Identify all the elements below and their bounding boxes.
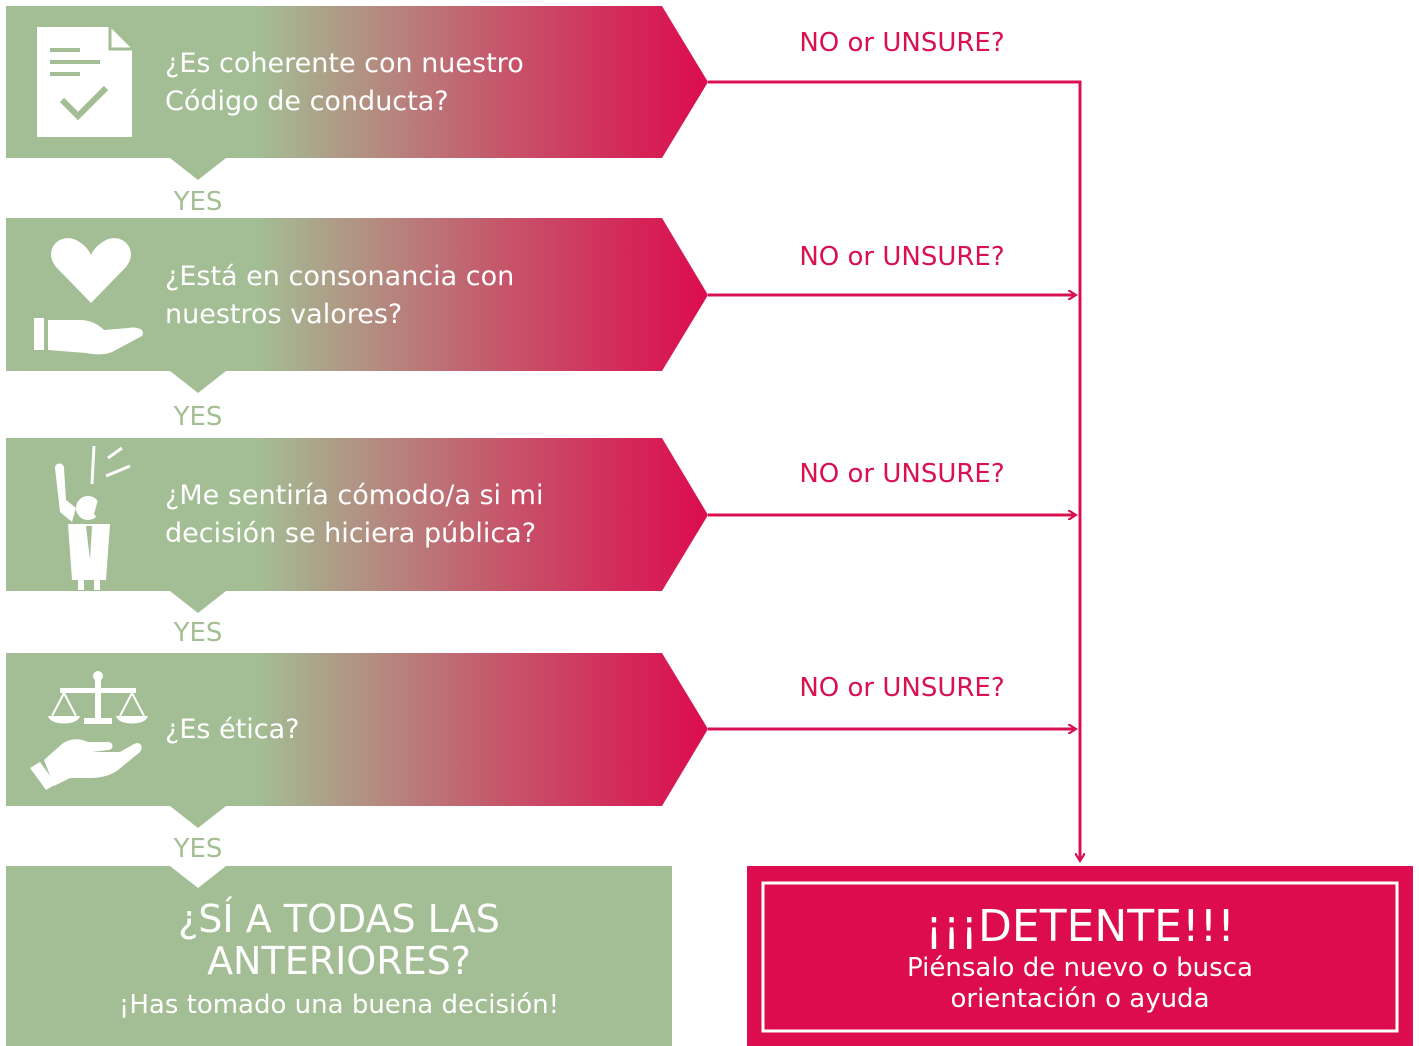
- scales-in-hand-icon: [30, 671, 148, 790]
- heart-in-hand-icon: [34, 238, 144, 355]
- stop-box: [747, 866, 1413, 1046]
- yes-label-3: YES: [173, 618, 223, 648]
- decision-step-4: ¿Es ética?: [6, 653, 708, 828]
- no-unsure-label-3: NO or UNSURE?: [799, 459, 1004, 489]
- step-2-question-line-2: nuestros valores?: [165, 299, 402, 330]
- all-yes-result: ¿SÍ A TODAS LAS ANTERIORES? ¡Has tomado …: [6, 866, 672, 1046]
- stop-message-line-1: Piénsalo de nuevo o busca: [907, 953, 1253, 983]
- all-yes-box: [6, 866, 672, 1046]
- document-check-icon: [37, 27, 132, 137]
- step-1-question-line-2: Código de conducta?: [165, 86, 449, 117]
- step-3-question-line-1: ¿Me sentiría cómodo/a si mi: [165, 480, 543, 511]
- step-2-banner: [6, 218, 708, 393]
- decision-step-2: ¿Está en consonancia con nuestros valore…: [6, 218, 708, 393]
- step-3-question-line-2: decisión se hiciera pública?: [165, 518, 536, 549]
- all-yes-title-line-2: ANTERIORES?: [207, 939, 471, 983]
- step-4-question: ¿Es ética?: [165, 714, 299, 745]
- yes-label-4: YES: [173, 834, 223, 864]
- no-unsure-label-1: NO or UNSURE?: [799, 28, 1004, 58]
- decision-step-1: ¿Es coherente con nuestro Código de cond…: [6, 6, 708, 180]
- no-unsure-label-2: NO or UNSURE?: [799, 242, 1004, 272]
- all-yes-message: ¡Has tomado una buena decisión!: [119, 990, 559, 1020]
- stop-result: ¡¡¡DETENTE!!! Piénsalo de nuevo o busca …: [747, 866, 1413, 1046]
- stop-message-line-2: orientación o ayuda: [951, 984, 1210, 1014]
- step-1-banner: [6, 6, 708, 180]
- stop-title: ¡¡¡DETENTE!!!: [925, 901, 1235, 952]
- no-unsure-label-4: NO or UNSURE?: [799, 673, 1004, 703]
- exposed-person-icon: [55, 445, 131, 590]
- decision-step-3: ¿Me sentiría cómodo/a si mi decisión se …: [6, 438, 708, 613]
- no-unsure-connectors: [708, 80, 1080, 860]
- step-4-banner: [6, 653, 708, 828]
- yes-label-2: YES: [173, 402, 223, 432]
- yes-label-1: YES: [173, 187, 223, 217]
- step-3-banner: [6, 438, 708, 613]
- step-1-question-line-1: ¿Es coherente con nuestro: [165, 48, 524, 79]
- step-2-question-line-1: ¿Está en consonancia con: [165, 261, 514, 292]
- stop-box-inner-border: [761, 881, 1399, 1033]
- connector-step-1: [708, 80, 1080, 860]
- all-yes-title-line-1: ¿SÍ A TODAS LAS: [178, 897, 500, 941]
